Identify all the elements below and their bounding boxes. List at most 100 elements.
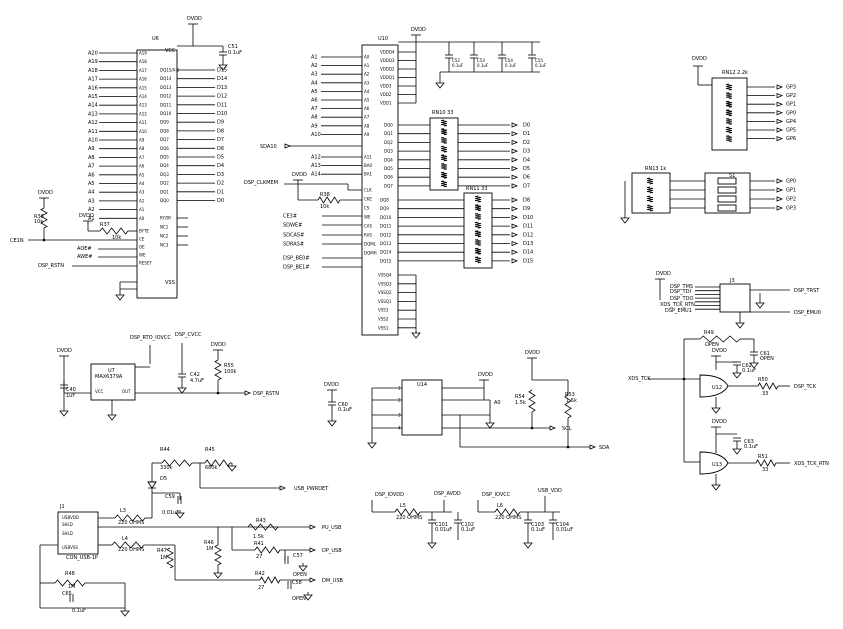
u6-pin-name: A3 <box>139 190 145 195</box>
dsp-cvcc-net: DSP_CVCC <box>175 332 202 338</box>
net-arrow <box>511 240 519 247</box>
r37-label: R37 <box>100 222 110 228</box>
c61-value: OPEN <box>760 356 774 362</box>
u10-d-net: D11 <box>523 224 533 230</box>
r36-label: R36 <box>34 214 44 220</box>
u10-vdd-pin: VDD2 <box>380 92 392 97</box>
r49-value: OPEN <box>705 342 719 348</box>
r47-value: 1M <box>160 555 168 561</box>
u10-d-net: D8 <box>523 198 530 204</box>
r51-resistor <box>755 459 777 467</box>
u6-data-pin: DQ10 <box>160 111 172 116</box>
u10-dq-pin: DQ12 <box>380 232 392 237</box>
ground-symbol <box>298 565 308 572</box>
u10-d-net: D7 <box>523 183 530 189</box>
r43-value: 1.5k <box>253 534 264 540</box>
ground-symbol <box>711 484 721 491</box>
c103-value: 0.1uF <box>531 527 545 533</box>
u10-vss-pin: VSSQ2 <box>378 290 392 295</box>
rn10-element <box>440 154 448 162</box>
c102-label: C102 <box>461 522 474 528</box>
u6-addr-net: A17 <box>88 77 98 83</box>
u10-dq-pin: DQ15 <box>380 258 392 263</box>
dvdd-flag-label: DVDD <box>211 342 226 348</box>
net-arrow <box>776 178 784 184</box>
l4-value: 220 OHMS <box>118 547 144 553</box>
u10-vss-pin: VSSQ1 <box>378 299 392 304</box>
u6-data-net: D10 <box>217 111 227 117</box>
net-arrow <box>309 547 317 553</box>
net-arrow <box>589 444 597 450</box>
sda10-net: SDA10 <box>260 144 277 150</box>
l5-value: 220 OHMS <box>396 515 422 521</box>
u7-out-pin: OUT <box>122 389 131 394</box>
dvdd-flag-label: DVDD <box>712 419 727 425</box>
u10-dq-pin: DQ3 <box>384 149 393 154</box>
u6-data-pin: DQ13 <box>160 85 172 90</box>
net-arrow <box>511 157 519 163</box>
u10-vdd-pin: VDDQ3 <box>380 58 395 63</box>
u10-addr-net: A10 <box>311 132 321 138</box>
u10-d-net: D4 <box>523 157 530 163</box>
r54-resistor <box>528 389 536 413</box>
r38-resistor <box>317 196 341 204</box>
u6-addr-net: A15 <box>88 94 98 100</box>
u10-body <box>361 44 399 336</box>
ground-symbol <box>749 362 759 369</box>
u6-ctrl-pin: WE <box>139 253 146 258</box>
c65-label: C65 <box>62 591 72 597</box>
u10-pin-name: A9 <box>364 132 370 137</box>
dsp-rto-net: DSP_RTO_IOVCC <box>130 335 171 341</box>
ground-symbol <box>411 332 421 339</box>
r45-label: R45 <box>205 447 215 453</box>
c102-value: 0.1uF <box>461 527 475 533</box>
l3-inductor <box>114 514 146 522</box>
l5-label: L5 <box>400 503 406 509</box>
junction-dot <box>566 445 570 449</box>
u6-addr-net: A10 <box>88 138 98 144</box>
rn12-element <box>725 100 733 108</box>
ground-symbol <box>213 572 223 579</box>
r51-label: R51 <box>758 454 768 460</box>
ground-symbol <box>107 414 117 421</box>
net-arrow <box>511 165 519 172</box>
c101-label: C101 <box>435 522 448 528</box>
ground-symbol <box>485 422 495 429</box>
u10-ctrl-net: DSP_BE1# <box>283 265 310 271</box>
dsp-tdo-net: DSP_TDO <box>670 296 693 302</box>
dsp-rstn-net: DSP_RSTN <box>253 391 279 397</box>
u10-pin-name: A0 <box>364 55 370 60</box>
usb-vdd-net: USB_VDD <box>538 488 562 494</box>
u6-ctrl-pin: RY/BY <box>160 216 172 221</box>
r55-value: 100k <box>224 369 237 375</box>
l4-inductor <box>111 541 145 549</box>
u10-pin-name: A3 <box>364 80 370 85</box>
r50-label: R50 <box>758 377 768 383</box>
u10-d-net: D3 <box>523 149 530 155</box>
r50-value: 33 <box>762 391 768 397</box>
r41-label: R41 <box>254 541 264 547</box>
pu-usb-net: PU_USB <box>322 525 342 531</box>
u6-data-pin: DQ2 <box>160 181 169 186</box>
u10-pin-name: A2 <box>364 72 370 77</box>
u10-addr-net: A4 <box>311 80 318 86</box>
junction-dot <box>42 238 46 242</box>
dvdd-flag-label: DVDD <box>692 56 707 62</box>
rn11-element <box>474 195 482 203</box>
u10-dq-pin: DQ14 <box>380 250 392 255</box>
r53-value: 1.5k <box>566 398 577 404</box>
net-arrow <box>511 214 519 220</box>
u10-dq-pin: DQ6 <box>384 175 393 180</box>
c42-label: C42 <box>190 372 200 378</box>
s1-switch <box>717 204 737 212</box>
net-arrow <box>511 232 519 238</box>
u6-data-net: D12 <box>217 94 227 100</box>
dsp-iovcc-net: DSP_IOVCC <box>482 492 511 498</box>
r48-value: 1M <box>68 584 76 590</box>
j3-label: J3 <box>729 278 735 284</box>
l6-value: 220 OHMS <box>495 515 521 521</box>
u10-pin-name: A11 <box>364 155 372 160</box>
u6-data-net: D0 <box>217 198 224 204</box>
u10-vss-pin: VSS3 <box>378 308 389 313</box>
cap-label: C53 <box>477 58 485 63</box>
